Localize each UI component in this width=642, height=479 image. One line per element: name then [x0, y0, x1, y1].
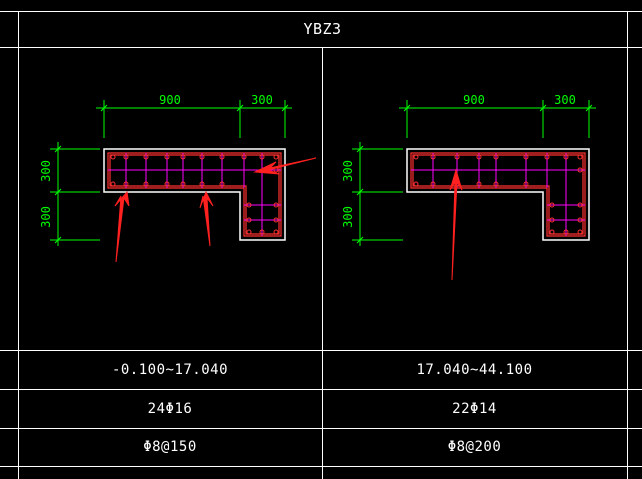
annotation-arrows-1 [114, 157, 317, 263]
table-top-border [0, 11, 642, 12]
dimension-left-lower-1: 300 [39, 206, 53, 228]
stirrups-cell-2: Φ8@200 [447, 439, 502, 455]
ties-1 [108, 153, 281, 236]
ties-2 [411, 153, 585, 236]
wall-outline-2 [406, 148, 590, 241]
table-title: YBZ3 [303, 20, 342, 38]
dimension-top-long-1: 900 [159, 93, 181, 107]
top-dimension-2 [399, 100, 596, 138]
section-drawing-1: 900 300 300 300 [39, 93, 317, 263]
rebar-cage-1 [107, 152, 282, 237]
elevation-cell-2: 17.040~44.100 [416, 362, 533, 378]
table-right-border [627, 11, 628, 479]
section-drawing-2: 900 300 300 300 [341, 93, 596, 281]
dimension-top-long-2: 900 [463, 93, 485, 107]
table-column-divider [322, 47, 323, 479]
arrow-1b [199, 190, 214, 247]
dimension-left-upper-1: 300 [39, 160, 53, 182]
table-header-bottom-border [0, 47, 642, 48]
arrow-1c [253, 157, 317, 175]
table-row-line-4 [0, 466, 642, 467]
table-row-line-1 [0, 350, 642, 351]
dimension-top-short-2: 300 [554, 93, 576, 107]
table-row-line-2 [0, 389, 642, 390]
arrow-1a [114, 190, 130, 263]
table-row-line-3 [0, 428, 642, 429]
dimension-top-short-1: 300 [251, 93, 273, 107]
left-dimension-2 [352, 142, 403, 246]
longitudinal-bars-cell-2: 22Φ14 [452, 401, 497, 417]
table-left-border [18, 11, 19, 479]
arrow-2a [449, 168, 463, 281]
dimension-left-upper-2: 300 [341, 160, 355, 182]
stirrups-cell-1: Φ8@150 [143, 439, 197, 455]
elevation-cell-1: -0.100~17.040 [111, 362, 229, 378]
wall-outline-1 [103, 148, 286, 241]
dimension-left-lower-2: 300 [341, 206, 355, 228]
top-dimension-1 [96, 100, 292, 138]
longitudinal-bars-cell-1: 24Φ16 [147, 401, 193, 417]
left-dimension-1 [50, 142, 100, 246]
rebar-dots-1 [110, 154, 279, 235]
rebar-cage-2 [410, 152, 586, 237]
rebar-dots-2 [413, 154, 583, 235]
annotation-arrows-2 [449, 168, 463, 281]
